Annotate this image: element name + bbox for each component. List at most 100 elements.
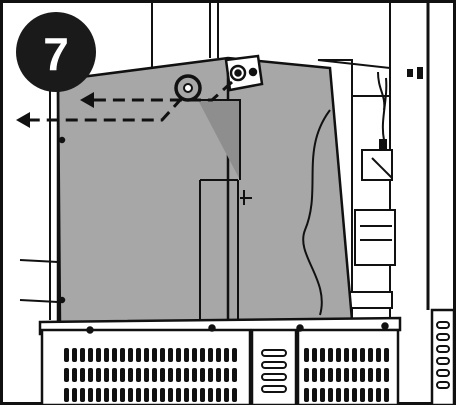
vent-slot bbox=[104, 368, 109, 382]
vent-slot bbox=[96, 388, 101, 402]
vent-slot bbox=[224, 368, 229, 382]
vent-slot bbox=[312, 368, 317, 382]
vent-slot bbox=[208, 388, 213, 402]
vent-slot bbox=[88, 388, 93, 402]
vented-base bbox=[38, 308, 456, 405]
vent-slot bbox=[436, 321, 450, 329]
rear-compartment bbox=[317, 59, 396, 321]
vent-slot bbox=[160, 348, 165, 362]
vent-slot bbox=[184, 348, 189, 362]
circle-highlight-icon bbox=[174, 74, 202, 102]
vent-slot bbox=[436, 345, 450, 353]
vent-slot bbox=[304, 368, 309, 382]
vent-slot bbox=[176, 348, 181, 362]
vent-slot bbox=[436, 381, 450, 389]
vent-slot bbox=[152, 388, 157, 402]
vent-slot bbox=[120, 388, 125, 402]
vent-slot bbox=[261, 373, 287, 381]
vent-slot bbox=[436, 357, 450, 365]
vent-slot bbox=[96, 368, 101, 382]
side-panel bbox=[56, 56, 354, 328]
vent-slot bbox=[168, 368, 173, 382]
vent-slot bbox=[200, 348, 205, 362]
vent-slot bbox=[64, 348, 69, 362]
vent-slot bbox=[320, 368, 325, 382]
vent-slot bbox=[368, 388, 373, 402]
vent-slot bbox=[216, 368, 221, 382]
vent-slot bbox=[192, 348, 197, 362]
vent-slot bbox=[176, 388, 181, 402]
vent-slot bbox=[368, 348, 373, 362]
vent-slot bbox=[128, 388, 133, 402]
arrowheads bbox=[16, 92, 94, 128]
vent-slot bbox=[120, 348, 125, 362]
vent-slot bbox=[192, 388, 197, 402]
vent-slot bbox=[104, 388, 109, 402]
vent-slot bbox=[64, 368, 69, 382]
vent-slot bbox=[160, 368, 165, 382]
vent-slot bbox=[200, 368, 205, 382]
vent-slot bbox=[200, 388, 205, 402]
vent-slot bbox=[136, 388, 141, 402]
vent-slot bbox=[376, 388, 381, 402]
vent-slot bbox=[112, 348, 117, 362]
vent-slot bbox=[436, 369, 450, 377]
vent-slot bbox=[136, 348, 141, 362]
vent-slot bbox=[312, 348, 317, 362]
vent-slot bbox=[72, 368, 77, 382]
vent-slot bbox=[112, 388, 117, 402]
vent-slot bbox=[96, 348, 101, 362]
vent-slot bbox=[336, 388, 341, 402]
vent-slot bbox=[304, 388, 309, 402]
vent-slot bbox=[352, 348, 357, 362]
vent-slot bbox=[232, 348, 237, 362]
vent-slot bbox=[160, 388, 165, 402]
vent-slot bbox=[152, 368, 157, 382]
vent-slot bbox=[112, 368, 117, 382]
vent-slot bbox=[312, 388, 317, 402]
vent-slot bbox=[208, 368, 213, 382]
vent-slot bbox=[176, 368, 181, 382]
vent-slot bbox=[352, 368, 357, 382]
vent-slot bbox=[144, 368, 149, 382]
vent-slot bbox=[436, 333, 450, 341]
vent-slot bbox=[328, 348, 333, 362]
vent-slot bbox=[232, 368, 237, 382]
vent-slot bbox=[320, 348, 325, 362]
vent-slot bbox=[384, 388, 389, 402]
vent-slot bbox=[184, 368, 189, 382]
step-badge: 7 bbox=[16, 12, 96, 92]
vent-slot bbox=[368, 368, 373, 382]
vent-slot bbox=[336, 368, 341, 382]
vent-slot bbox=[328, 388, 333, 402]
vent-slot bbox=[120, 368, 125, 382]
vent-slot bbox=[261, 385, 287, 393]
vent-slot bbox=[261, 349, 287, 357]
vent-slot bbox=[88, 348, 93, 362]
vent-slot bbox=[232, 388, 237, 402]
vent-slot bbox=[344, 368, 349, 382]
vent-slot bbox=[304, 348, 309, 362]
vent-slot bbox=[168, 388, 173, 402]
vent-slot bbox=[208, 348, 213, 362]
vent-slot bbox=[360, 388, 365, 402]
vent-slot bbox=[216, 348, 221, 362]
arrow-left-icon bbox=[30, 80, 234, 122]
vent-slot bbox=[216, 388, 221, 402]
vent-slot bbox=[224, 348, 229, 362]
vent-slot bbox=[224, 388, 229, 402]
vent-slot bbox=[192, 368, 197, 382]
vent-slot bbox=[80, 348, 85, 362]
vent-slot bbox=[128, 348, 133, 362]
vent-slot bbox=[261, 361, 287, 369]
vent-slot bbox=[344, 348, 349, 362]
vent-slots bbox=[64, 321, 450, 402]
vent-slot bbox=[144, 348, 149, 362]
vent-slot bbox=[328, 368, 333, 382]
vent-slot bbox=[384, 368, 389, 382]
vent-slot bbox=[168, 348, 173, 362]
vent-slot bbox=[72, 348, 77, 362]
vent-slot bbox=[104, 348, 109, 362]
